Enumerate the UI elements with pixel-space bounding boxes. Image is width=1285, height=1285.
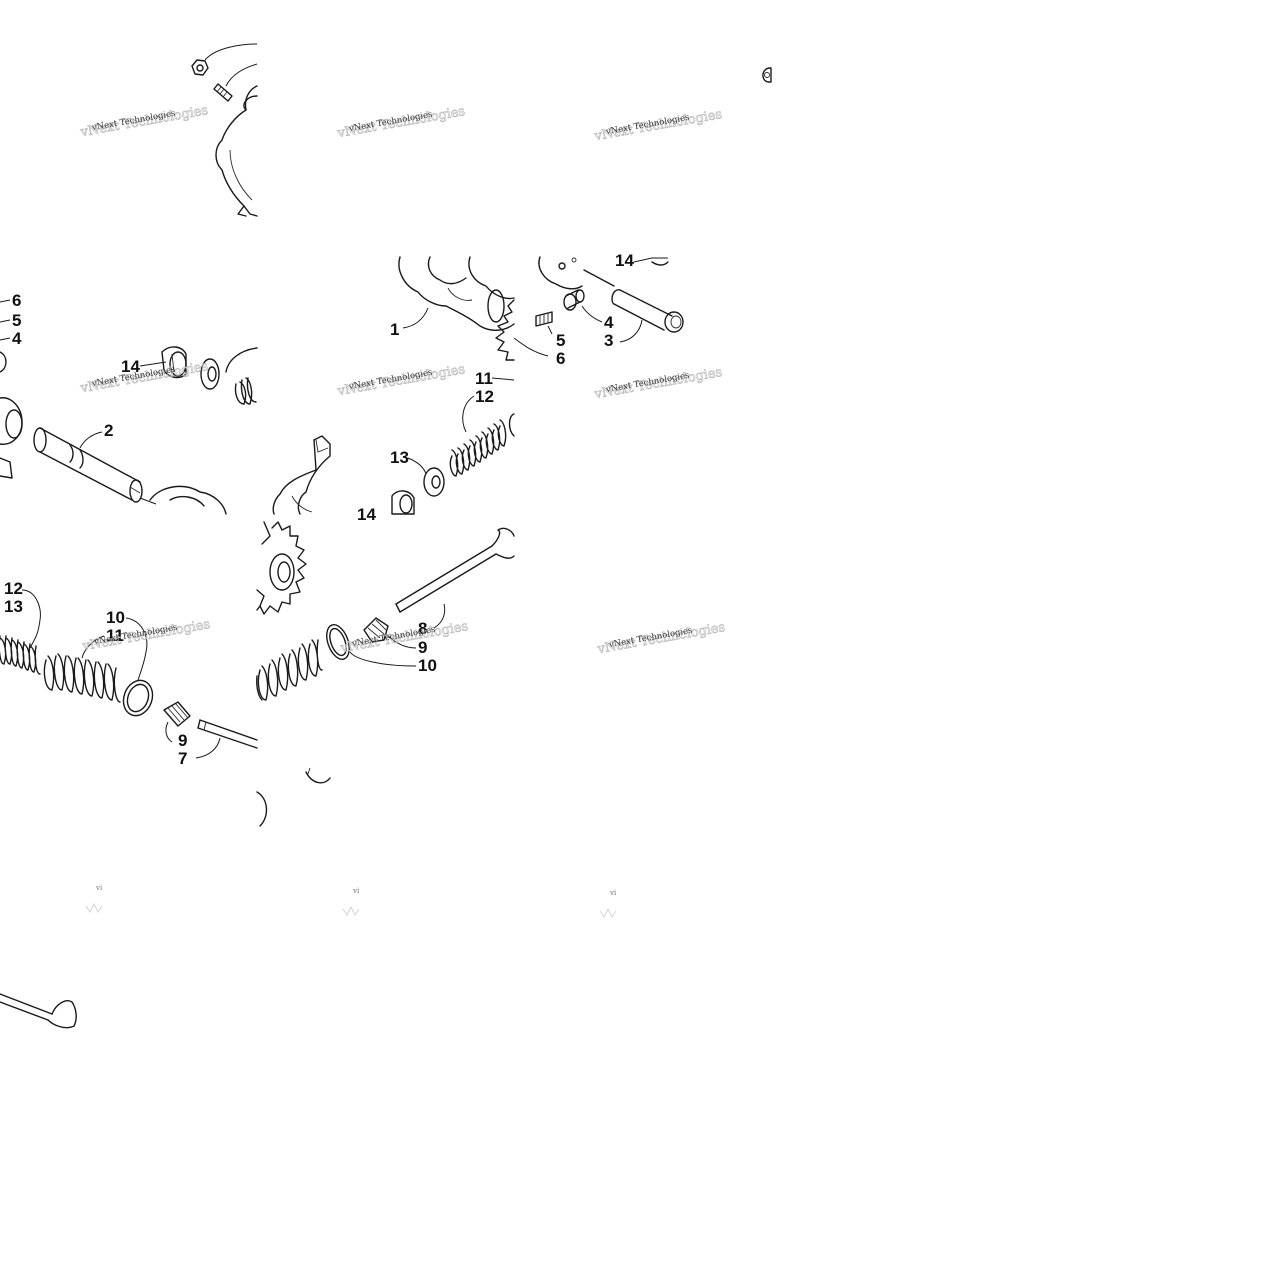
callout-14c: 14 bbox=[615, 251, 634, 270]
tile-mid-right: 14 5 6 4 3 bbox=[513, 251, 684, 368]
lower-fragments bbox=[256, 767, 331, 827]
crankshaft-1 bbox=[398, 256, 515, 331]
valve-8 bbox=[395, 527, 515, 613]
callout-8: 8 bbox=[418, 619, 427, 638]
small-nut-right bbox=[762, 67, 772, 83]
watermark-stub-0: vi bbox=[85, 884, 103, 913]
valve-seal-9 bbox=[163, 701, 191, 727]
tile-low-center: 8 9 10 bbox=[256, 521, 515, 827]
callout-14b: 14 bbox=[357, 505, 376, 524]
callout-14: 14 bbox=[121, 357, 140, 376]
spring-seat-13 bbox=[200, 358, 220, 390]
callout-2: 2 bbox=[104, 421, 113, 440]
valve-spring-right-partial bbox=[225, 347, 258, 405]
watermark-5: vNext Technologies vNext Technologies bbox=[592, 365, 723, 403]
callout-6b: 6 bbox=[556, 349, 565, 368]
watermark-stub-2: vi bbox=[599, 889, 617, 918]
watermark-stub-text: vi bbox=[95, 884, 103, 892]
pin-3 bbox=[611, 289, 684, 333]
callout-10: 10 bbox=[106, 608, 125, 627]
callout-10b: 10 bbox=[418, 656, 437, 675]
screw-5 bbox=[535, 311, 553, 327]
outer-spring-11 bbox=[43, 653, 121, 703]
housing-fragment bbox=[215, 85, 258, 217]
watermark-0: vNext Technologies vNext Technologies bbox=[78, 103, 209, 141]
callout-12: 12 bbox=[475, 387, 494, 406]
watermark-1: vNext Technologies vNext Technologies bbox=[335, 104, 466, 142]
valve-seal-9b bbox=[363, 617, 389, 643]
callout-3: 3 bbox=[604, 331, 613, 350]
collet-14 bbox=[161, 346, 187, 379]
watermark-2: vNext Technologies vNext Technologies bbox=[592, 107, 723, 145]
collet-14b bbox=[391, 490, 415, 515]
watermark-stub-text: vi bbox=[352, 887, 360, 895]
watermark-7: vNext Technologies vNext Technologies bbox=[338, 619, 469, 657]
callout-12b: 12 bbox=[4, 579, 23, 598]
callout-13: 13 bbox=[390, 448, 409, 467]
callout-11b: 11 bbox=[106, 626, 124, 645]
inner-spring-13 bbox=[0, 635, 41, 675]
callout-11: 11 bbox=[475, 369, 493, 388]
callout-4: 4 bbox=[12, 329, 22, 348]
watermark-stub-1: vi bbox=[342, 887, 360, 916]
camshaft-left-end bbox=[0, 397, 23, 479]
retainer-ring-10 bbox=[122, 679, 154, 717]
tile-mid-center: 1 11 12 13 14 bbox=[272, 256, 515, 524]
stud-part bbox=[213, 83, 233, 102]
spring-seat-13b bbox=[423, 467, 445, 497]
tile-top-left bbox=[191, 43, 258, 217]
callout-9b: 9 bbox=[418, 638, 427, 657]
callout-13b: 13 bbox=[4, 597, 23, 616]
timing-gear bbox=[256, 521, 307, 615]
bushing-4 bbox=[563, 289, 585, 311]
cam-lobe-fragment bbox=[149, 485, 227, 515]
callout-5b: 5 bbox=[556, 331, 565, 350]
callout-9: 9 bbox=[178, 731, 187, 750]
watermark-stub-text: vi bbox=[609, 889, 617, 897]
valve-spring-12b bbox=[256, 639, 323, 701]
watermark-4: vNext Technologies vNext Technologies bbox=[335, 362, 466, 400]
valve-7-stem bbox=[197, 719, 258, 749]
housing-edge bbox=[538, 256, 583, 290]
callout-7: 7 bbox=[178, 749, 187, 768]
rocker-shaft-2 bbox=[33, 427, 143, 503]
watermark-3: vNext Technologies vNext Technologies bbox=[78, 359, 209, 397]
watermark-8: vNext Technologies vNext Technologies bbox=[595, 620, 726, 658]
nut-part bbox=[191, 59, 209, 76]
gear-fragment bbox=[495, 299, 515, 361]
tile-bottom-left bbox=[0, 993, 77, 1029]
callout-6: 6 bbox=[12, 291, 21, 310]
tile-low-left: 12 13 10 11 9 7 bbox=[0, 579, 258, 768]
retainer-ring-10b bbox=[326, 624, 350, 660]
callout-1: 1 bbox=[390, 320, 399, 339]
rocker-arm bbox=[272, 435, 331, 515]
callout-5: 5 bbox=[12, 311, 21, 330]
watermark-6: vNext Technologies vNext Technologies bbox=[80, 617, 211, 655]
tile-mid-left: 6 5 4 2 14 bbox=[0, 291, 258, 515]
callout-4b: 4 bbox=[604, 313, 614, 332]
valve-spring-12 bbox=[449, 419, 507, 477]
